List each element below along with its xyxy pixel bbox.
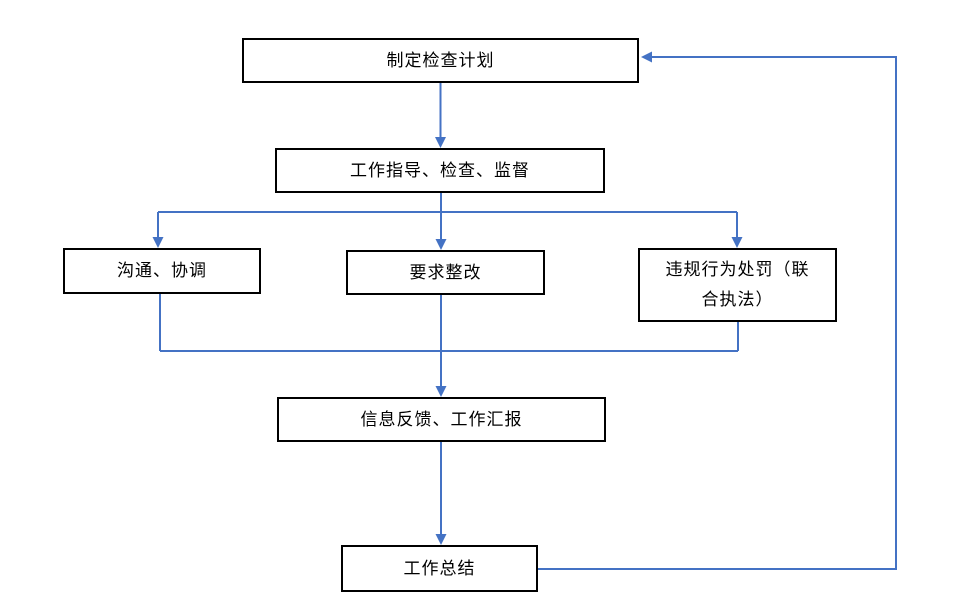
node-violation-punishment-label: 违规行为处罚（联 合执法） [665,260,810,309]
node-guide-inspect-supervise: 工作指导、检查、监督 [275,148,605,193]
arrowhead-guide-to-rectify [435,239,447,250]
arrowhead-guide-to-punishment [731,237,743,248]
arrowhead-plan-to-guide [435,137,446,148]
node-require-rectification-label: 要求整改 [409,262,482,282]
node-guide-inspect-supervise-label: 工作指导、检查、监督 [350,160,530,180]
node-work-summary: 工作总结 [341,545,538,592]
node-require-rectification: 要求整改 [346,250,545,295]
node-violation-punishment: 违规行为处罚（联 合执法） [638,248,837,322]
node-make-plan: 制定检查计划 [242,38,639,83]
arrowhead-feedback-to-summary [435,534,447,545]
node-make-plan-label: 制定检查计划 [386,50,495,70]
arrowhead-merge-to-feedback [435,386,447,397]
arrowhead-summary-to-plan [641,51,652,63]
node-feedback-report: 信息反馈、工作汇报 [277,397,606,442]
node-communicate-coordinate: 沟通、协调 [63,248,261,294]
arrowhead-guide-to-communicate [152,237,164,248]
connector-summary-to-plan-loop [538,56,897,570]
node-work-summary-label: 工作总结 [403,558,476,578]
node-communicate-coordinate-label: 沟通、协调 [117,261,207,280]
node-feedback-report-label: 信息反馈、工作汇报 [360,409,523,429]
